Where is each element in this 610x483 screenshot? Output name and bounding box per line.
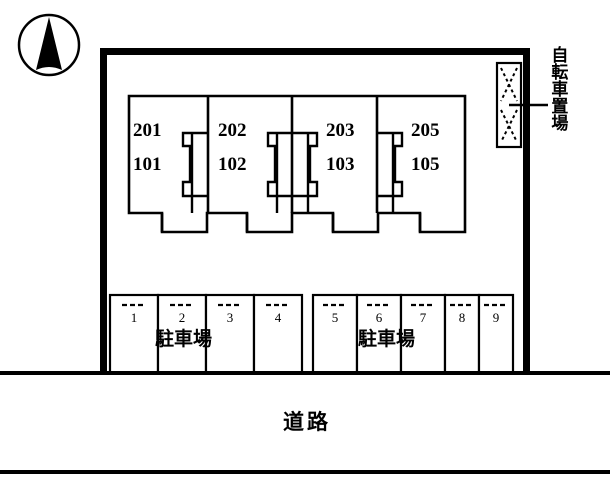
unit-label-105: 105	[411, 154, 440, 175]
unit-label-205: 205	[411, 120, 440, 141]
bicycle-parking-label: 自転車置場	[547, 46, 568, 131]
parking-label-left: 駐車場	[155, 328, 213, 350]
parking-stall-number-7: 7	[419, 310, 427, 325]
stair-notch-unit-203	[292, 131, 319, 213]
unit-label-102: 102	[218, 154, 247, 175]
parking-stalls-left	[108, 293, 304, 375]
unit-label-101: 101	[133, 154, 162, 175]
road-label: 道路	[283, 410, 331, 434]
parking-label-right: 駐車場	[358, 328, 416, 350]
stair-notch-unit-202	[266, 131, 292, 213]
unit-dividers	[160, 96, 422, 232]
unit-label-201: 201	[133, 120, 162, 141]
parking-stall-number-3: 3	[226, 310, 234, 325]
parking-stall-number-1: 1	[130, 310, 138, 325]
parking-stalls-right	[311, 293, 515, 375]
unit-label-203: 203	[326, 120, 355, 141]
parking-stall-number-4: 4	[274, 310, 282, 325]
unit-label-103: 103	[326, 154, 355, 175]
stair-notch-unit-201	[181, 131, 208, 213]
unit-label-202: 202	[218, 120, 247, 141]
parking-stall-number-2: 2	[178, 310, 186, 325]
parking-stall-number-5: 5	[331, 310, 339, 325]
parking-stall-number-8: 8	[458, 310, 466, 325]
property-boundary	[100, 48, 530, 373]
parking-stall-number-6: 6	[375, 310, 383, 325]
north-arrow-icon	[17, 13, 81, 77]
parking-stall-number-9: 9	[492, 310, 500, 325]
stair-notch-unit-205	[377, 131, 404, 213]
